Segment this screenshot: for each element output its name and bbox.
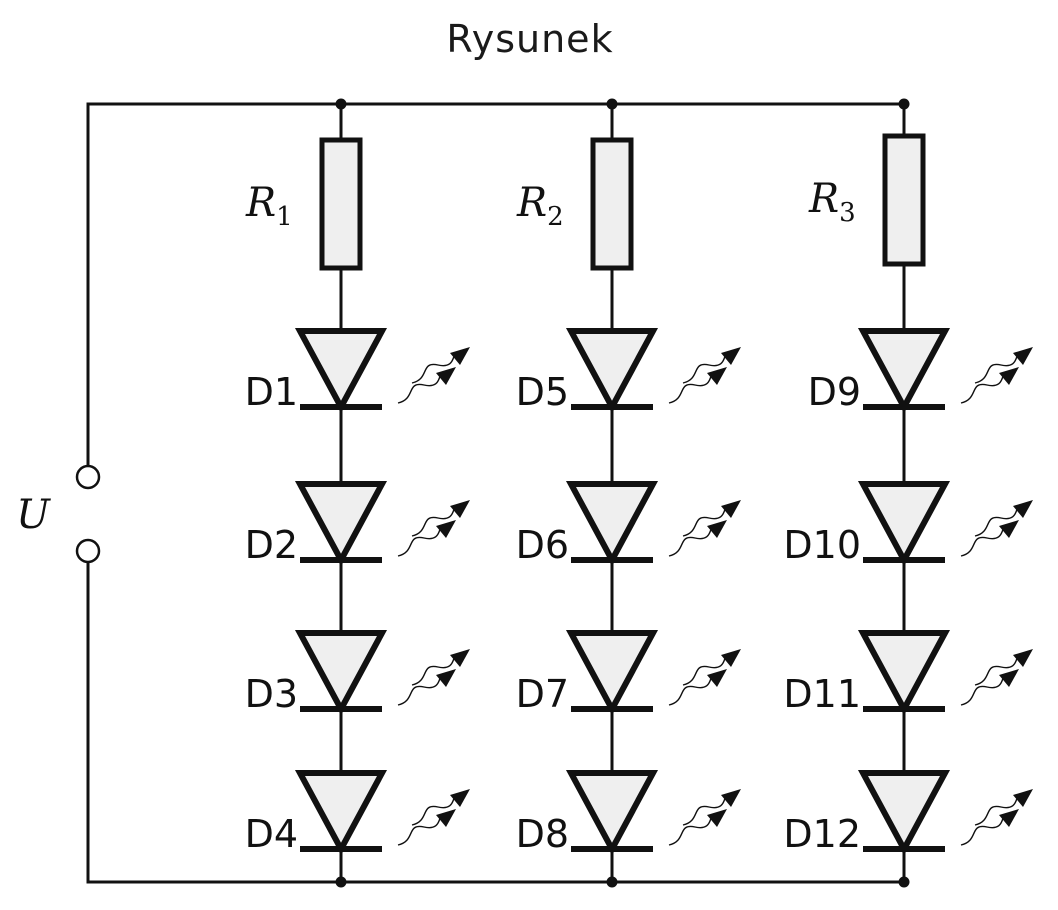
led-d1: D1 bbox=[245, 328, 470, 414]
resistor-1-label: R1 bbox=[245, 180, 293, 232]
resistor-2-icon bbox=[590, 137, 634, 271]
d10-triangle-icon bbox=[857, 481, 951, 567]
source-voltage-label: U bbox=[16, 492, 51, 538]
led-d2: D2 bbox=[245, 481, 470, 567]
d11-label: D11 bbox=[783, 672, 861, 716]
d9-triangle-icon bbox=[857, 328, 951, 414]
light-arrow-d11-2-icon bbox=[999, 669, 1019, 687]
resistor-3-label: R3 bbox=[808, 176, 856, 228]
resistor-2-label: R2 bbox=[516, 180, 564, 232]
light-arrow-d1-1-icon bbox=[450, 347, 470, 365]
light-arrow-d12-1-icon bbox=[1013, 789, 1033, 807]
light-arrow-d3-2-icon bbox=[436, 669, 456, 687]
d3-label: D3 bbox=[245, 672, 298, 716]
d3-triangle-icon bbox=[294, 630, 388, 716]
d5-triangle-icon bbox=[565, 328, 659, 414]
source-terminal-top-icon bbox=[75, 464, 101, 490]
light-arrow-d10-2-icon bbox=[999, 520, 1019, 538]
light-arrow-d9-1-icon bbox=[1013, 347, 1033, 365]
d2-label: D2 bbox=[245, 523, 298, 567]
light-arrow-d2-2-icon bbox=[436, 520, 456, 538]
d7-label: D7 bbox=[516, 672, 569, 716]
top-rail-wire bbox=[86, 102, 904, 466]
d6-label: D6 bbox=[516, 523, 569, 567]
d6-triangle-icon bbox=[565, 481, 659, 567]
light-arrow-d2-1-icon bbox=[450, 500, 470, 518]
led-d5: D5 bbox=[516, 328, 741, 414]
bottom-rail-wire bbox=[86, 562, 904, 884]
led-d3: D3 bbox=[245, 630, 470, 716]
light-arrow-d11-1-icon bbox=[1013, 649, 1033, 667]
light-arrow-d1-2-icon bbox=[436, 367, 456, 385]
light-arrow-d7-1-icon bbox=[721, 649, 741, 667]
light-arrow-d4-1-icon bbox=[450, 789, 470, 807]
d10-label: D10 bbox=[783, 523, 861, 567]
light-arrow-d3-1-icon bbox=[450, 649, 470, 667]
led-d6: D6 bbox=[516, 481, 741, 567]
led-d7: D7 bbox=[516, 630, 741, 716]
d7-triangle-icon bbox=[565, 630, 659, 716]
light-arrow-d6-2-icon bbox=[707, 520, 727, 538]
light-arrow-d10-1-icon bbox=[1013, 500, 1033, 518]
resistor-1-subscript: 1 bbox=[276, 202, 293, 232]
junction-top-1-icon bbox=[335, 98, 347, 110]
circuit-wires bbox=[86, 102, 904, 884]
d9-label: D9 bbox=[808, 370, 861, 414]
led-d9: D9 bbox=[808, 328, 1033, 414]
light-arrow-d5-2-icon bbox=[707, 367, 727, 385]
d11-triangle-icon bbox=[857, 630, 951, 716]
d1-triangle-icon bbox=[294, 328, 388, 414]
junction-bottom-1-icon bbox=[335, 876, 347, 888]
junction-bottom-3-icon bbox=[898, 876, 910, 888]
junction-bottom-2-icon bbox=[606, 876, 618, 888]
led-d11: D11 bbox=[783, 630, 1033, 716]
light-arrow-d4-2-icon bbox=[436, 809, 456, 827]
d8-label: D8 bbox=[516, 812, 569, 856]
resistor-2-subscript: 2 bbox=[547, 202, 564, 232]
junction-top-2-icon bbox=[606, 98, 618, 110]
d4-triangle-icon bbox=[294, 770, 388, 856]
resistor-1-icon bbox=[319, 137, 363, 271]
d12-triangle-icon bbox=[857, 770, 951, 856]
light-arrow-d9-2-icon bbox=[999, 367, 1019, 385]
d4-label: D4 bbox=[245, 812, 298, 856]
junction-top-3-icon bbox=[898, 98, 910, 110]
led-d10: D10 bbox=[783, 481, 1033, 567]
d12-label: D12 bbox=[783, 812, 861, 856]
light-arrow-d5-1-icon bbox=[721, 347, 741, 365]
light-arrow-d7-2-icon bbox=[707, 669, 727, 687]
d5-label: D5 bbox=[516, 370, 569, 414]
d2-triangle-icon bbox=[294, 481, 388, 567]
source-terminal-bottom-icon bbox=[75, 538, 101, 564]
light-arrow-d12-2-icon bbox=[999, 809, 1019, 827]
diagram-title: Rysunek bbox=[446, 17, 613, 61]
resistor-3-icon bbox=[882, 133, 926, 267]
resistor-3-subscript: 3 bbox=[839, 198, 856, 228]
d1-label: D1 bbox=[245, 370, 298, 414]
led-d4: D4 bbox=[245, 770, 470, 856]
light-arrow-d6-1-icon bbox=[721, 500, 741, 518]
led-d12: D12 bbox=[783, 770, 1033, 856]
voltage-source: U bbox=[16, 464, 101, 564]
light-arrow-d8-1-icon bbox=[721, 789, 741, 807]
d8-triangle-icon bbox=[565, 770, 659, 856]
light-arrow-d8-2-icon bbox=[707, 809, 727, 827]
led-d8: D8 bbox=[516, 770, 741, 856]
